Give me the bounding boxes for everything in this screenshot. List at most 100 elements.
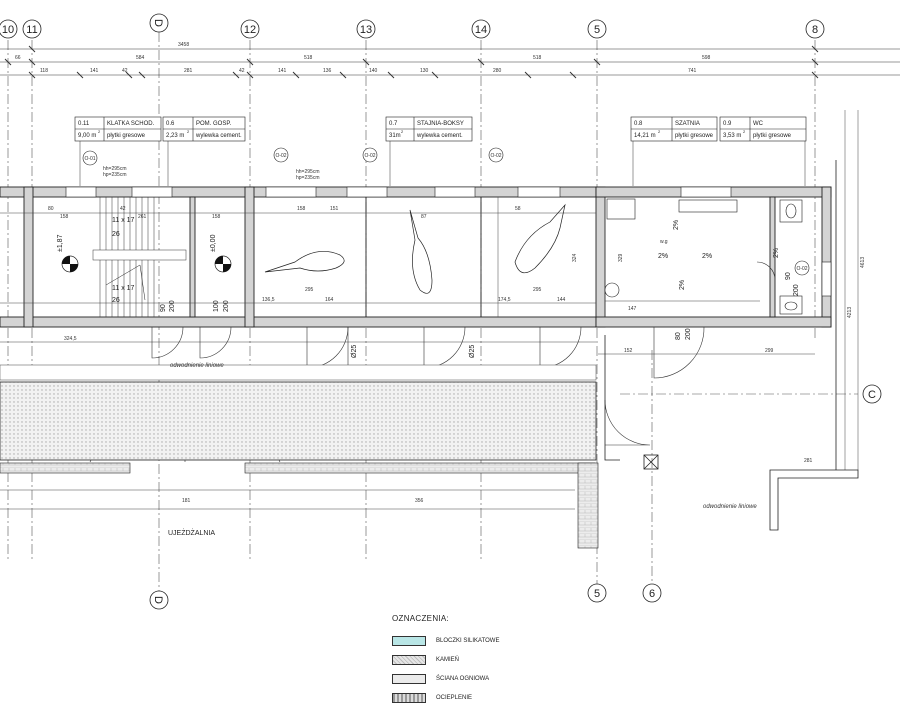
svg-text:200: 200 (169, 300, 176, 312)
dim-r1-3: 518 (304, 55, 313, 61)
window-tag-1: O-01 (84, 156, 95, 162)
drain-label-1: odwodnienie liniowe (170, 363, 224, 369)
svg-text:299: 299 (765, 348, 774, 354)
svg-text:136,5: 136,5 (262, 297, 275, 303)
legend-label-silicate: BLOCZKI SILIKATOWE (436, 637, 500, 644)
window-hh-1: hh=295cm (103, 166, 127, 172)
svg-text:295: 295 (305, 287, 314, 293)
room-4-area-sup: 2 (658, 129, 661, 134)
slope-4: 2% (679, 280, 686, 290)
room-2-name: POM. GOSP. (196, 121, 232, 127)
interior-dimension-texts: 80 158 42 261 158 158 87 58 151 324 136,… (48, 206, 866, 504)
legend-row-insulation: OCIEPLENIE (392, 688, 532, 707)
svg-text:324: 324 (572, 253, 578, 262)
dim-r2-10: 280 (493, 68, 502, 74)
svg-text:152: 152 (624, 348, 633, 354)
room-3-area-sup: 2 (401, 129, 404, 134)
svg-text:200: 200 (223, 300, 230, 312)
grid-label-13: 13 (360, 24, 372, 36)
grid-label-11: 11 (26, 24, 37, 36)
room-4-floor: płytki gresowe (675, 133, 714, 139)
room-tag-leaders (79, 141, 806, 186)
svg-text:58: 58 (515, 206, 521, 212)
grid-bubble-labels-top: 10 11 D 12 13 14 5 8 (2, 19, 818, 36)
top-dimension-texts: 3458 66 584 518 518 598 118 141 42 281 4… (15, 42, 711, 74)
room-2-area-sup: 2 (187, 129, 190, 134)
pipe-label-2: Ø25 (469, 345, 476, 358)
right-outbuilding (604, 160, 859, 531)
sanitary-fixtures (604, 198, 803, 315)
grid-bubble-10 (0, 19, 18, 39)
grid-label-12: 12 (244, 24, 256, 36)
window-tag-4: O-02 (490, 153, 501, 159)
drain-label-2: odwodnienie liniowe (703, 504, 757, 510)
room-4-name: SZATNIA (675, 121, 700, 127)
level-mark-1-text: ±1,87 (57, 234, 64, 252)
svg-text:158: 158 (212, 214, 221, 220)
room-4-area: 14,21 m (634, 133, 656, 139)
room-1-floor: płytki gresowe (107, 133, 146, 139)
room-5-floor: płytki gresowe (753, 133, 792, 139)
room-3-name: STAJNIA-BOKSY (417, 121, 464, 127)
grid-bubble-d-top (149, 13, 169, 33)
svg-text:295: 295 (533, 287, 542, 293)
svg-text:90: 90 (785, 272, 792, 280)
floor-drain (604, 282, 620, 298)
stair-steps-top-2: 26 (112, 231, 120, 238)
room-1-area: 9,00 m (78, 133, 96, 139)
svg-text:100: 100 (213, 300, 220, 312)
stair-steps-bottom: 11 x 17 (112, 285, 135, 292)
corridor-floor (0, 364, 599, 549)
svg-text:147: 147 (628, 306, 637, 312)
legend-label-insulation: OCIEPLENIE (436, 694, 473, 701)
grid-bubble-8 (805, 19, 825, 39)
window-tag-2: O-02 (275, 153, 286, 159)
legend-row-silicate: BLOCZKI SILIKATOWE (392, 631, 532, 650)
legend-swatch-silicate (392, 635, 426, 646)
door-size-labels: 90 200 100 200 80 200 90 200 (160, 272, 800, 340)
legend-swatch-stone (392, 654, 426, 665)
grid-bubble-6 (642, 583, 662, 603)
window-height-notes: hh=295cm hp=235cm hh=295cm hp=235cm (103, 166, 320, 181)
grid-label-c: C (868, 389, 876, 401)
dim-r2-6: 141 (278, 68, 287, 74)
svg-text:181: 181 (182, 498, 191, 504)
window-tag-texts: O-01 O-02 O-02 O-02 O-02 (84, 153, 807, 272)
svg-text:4613: 4613 (860, 257, 866, 268)
room-5-area-sup: 2 (743, 129, 746, 134)
dim-r1-5: 598 (702, 55, 711, 61)
svg-text:144: 144 (557, 297, 566, 303)
dim-r2-11: 741 (688, 68, 697, 74)
room-2-area: 2,23 m (166, 133, 184, 139)
grid-bubbles-top (0, 13, 825, 39)
dimension-chains (0, 45, 900, 79)
room-1-num: 0.11 (78, 121, 90, 127)
pipe-label-1: Ø25 (351, 345, 358, 358)
room-tags (74, 116, 807, 142)
svg-text:42: 42 (120, 206, 126, 212)
legend-title: OZNACZENIA: (392, 614, 450, 623)
dim-r2-2: 141 (90, 68, 99, 74)
grid-bubble-d-bottom (149, 590, 169, 610)
grid-bubble-11 (22, 19, 42, 39)
dim-overall: 3458 (178, 42, 189, 48)
dim-r1-2: 584 (136, 55, 145, 61)
svg-text:200: 200 (793, 284, 800, 296)
grid-bubble-5-top (587, 19, 607, 39)
svg-text:158: 158 (60, 214, 69, 220)
stair-steps-top: 11 x 17 (112, 217, 135, 224)
room-5-area: 3,53 m (723, 133, 741, 139)
window-tag-3: O-02 (364, 153, 375, 159)
svg-text:164: 164 (325, 297, 334, 303)
svg-text:324,5: 324,5 (64, 336, 77, 342)
dim-r2-3: 42 (122, 68, 128, 74)
slope-2: 2% (702, 253, 712, 260)
window-hp-1: hp=235cm (103, 172, 127, 178)
legend-swatch-firewall (392, 673, 426, 684)
grid-bubble-14 (471, 19, 491, 39)
room-1-area-sup: 2 (98, 129, 101, 134)
grid-label-8: 8 (812, 24, 818, 36)
interior-dim-lines (0, 110, 859, 510)
svg-text:356: 356 (415, 498, 424, 504)
